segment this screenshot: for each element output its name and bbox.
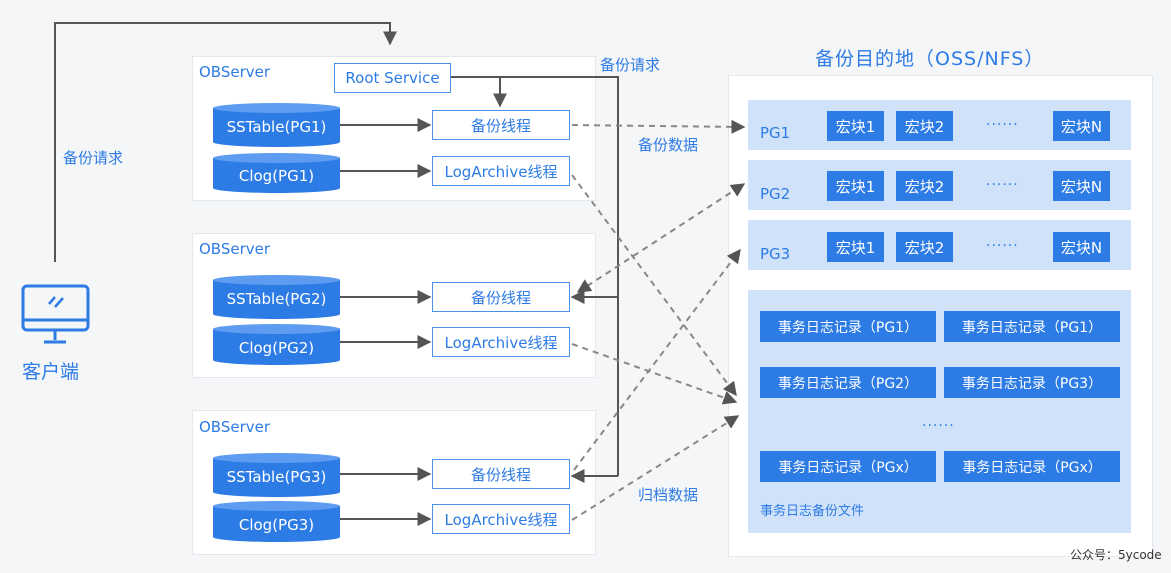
client-label: 客户端 xyxy=(22,361,80,383)
macro-block-pg1-1: 宏块1 xyxy=(827,111,884,141)
pg-label-1: PG1 xyxy=(760,124,791,142)
macro-ellipsis-pg3: ······ xyxy=(986,238,1019,254)
macro-block-pg3-2: 宏块2 xyxy=(896,232,953,262)
sstable-cylinder-3 xyxy=(213,453,340,497)
backup1-to-pg1-dashed xyxy=(571,119,746,134)
macro-block-pg2-2: 宏块2 xyxy=(896,171,953,201)
root-service-box: Root Service xyxy=(334,63,451,93)
macro-block-pg1-n: 宏块N xyxy=(1053,111,1110,141)
observer-title-2: OBServer xyxy=(199,240,271,258)
backup-thread-box-1: 备份线程 xyxy=(432,110,570,140)
log-ellipsis: ······ xyxy=(922,418,955,434)
macro-block-pg2-n: 宏块N xyxy=(1053,171,1110,201)
macro-block-pg3-n: 宏块N xyxy=(1053,232,1110,262)
logarchive-thread-box-3: LogArchive线程 xyxy=(432,504,570,534)
watermark: 公众号：5ycode xyxy=(1070,548,1162,562)
log-record-1-1: 事务日志记录（PG1） xyxy=(760,311,936,342)
logarchive-thread-box-1: LogArchive线程 xyxy=(432,156,570,186)
rs-control-trunk xyxy=(451,76,619,476)
logarchive-thread-box-2: LogArchive线程 xyxy=(432,327,570,357)
log-record-3-2: 事务日志记录（PGx） xyxy=(944,451,1120,482)
log-record-2-2: 事务日志记录（PG3） xyxy=(944,367,1120,398)
backup3-to-pg3-dashed xyxy=(573,248,741,471)
log-record-3-1: 事务日志记录（PGx） xyxy=(760,451,936,482)
observer-title-3: OBServer xyxy=(199,418,271,436)
macro-block-pg1-2: 宏块2 xyxy=(896,111,953,141)
macro-ellipsis-pg2: ······ xyxy=(986,177,1019,193)
observer-title-1: OBServer xyxy=(199,63,271,81)
client-request-arrow xyxy=(54,22,397,262)
backup-data-label: 备份数据 xyxy=(638,136,699,154)
sstable-cylinder-2 xyxy=(213,275,340,319)
clog-cylinder-3 xyxy=(213,501,340,542)
backup2-to-pg2-dashed xyxy=(576,183,746,293)
logarchive1-to-log-dashed xyxy=(571,174,737,397)
clog-cylinder-2 xyxy=(213,324,340,365)
clog-cylinder-1 xyxy=(213,153,340,193)
macro-block-pg2-1: 宏块1 xyxy=(827,171,884,201)
log-record-1-2: 事务日志记录（PG1） xyxy=(944,311,1120,342)
log-record-2-1: 事务日志记录（PG2） xyxy=(760,367,936,398)
pg-label-3: PG3 xyxy=(760,245,791,263)
pg-label-2: PG2 xyxy=(760,185,791,203)
client-monitor-icon xyxy=(21,284,90,344)
macro-ellipsis-pg1: ······ xyxy=(986,117,1019,133)
backup-request-label-left: 备份请求 xyxy=(63,149,124,167)
archive-data-label: 归档数据 xyxy=(638,486,699,504)
backup-thread-box-2: 备份线程 xyxy=(432,282,570,312)
log-file-label: 事务日志备份文件 xyxy=(760,504,865,519)
destination-title: 备份目的地（OSS/NFS） xyxy=(815,48,1045,70)
backup-thread-box-3: 备份线程 xyxy=(432,459,570,489)
macro-block-pg3-1: 宏块1 xyxy=(827,232,884,262)
backup-request-label-top: 备份请求 xyxy=(600,56,661,74)
logarchive2-to-log-dashed xyxy=(571,343,738,405)
sstable-cylinder-1 xyxy=(213,103,340,147)
